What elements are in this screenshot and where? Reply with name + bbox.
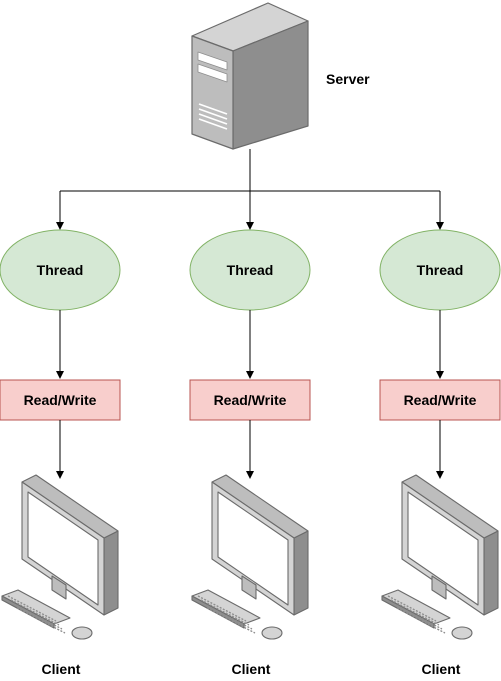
read-write-label: Read/Write: [404, 392, 477, 408]
client-label: Client: [42, 661, 81, 677]
server-tower-icon: [191, 2, 309, 150]
monitor-side: [483, 530, 499, 616]
monitor-stand: [431, 575, 447, 600]
read-write-node: [189, 379, 311, 421]
column-3: Thread Read/Write Client: [379, 229, 501, 677]
mouse: [451, 626, 473, 640]
thread-label: Thread: [37, 262, 84, 278]
server-label: Server: [326, 71, 370, 87]
mouse: [261, 626, 283, 640]
read-write-label: Read/Write: [214, 392, 287, 408]
read-write-node: [0, 379, 121, 421]
client-label: Client: [422, 661, 461, 677]
thread-label: Thread: [227, 262, 274, 278]
desktop-computer-icon: [1, 474, 119, 640]
thread-label: Thread: [417, 262, 464, 278]
server-connectors: [56, 149, 444, 230]
monitor-screen: [217, 491, 289, 606]
monitor-stand: [241, 575, 257, 600]
monitor-screen: [27, 491, 99, 606]
desktop-computer-icon: [191, 474, 309, 640]
read-write-label: Read/Write: [24, 392, 97, 408]
column-1: Thread Read/Write Client: [0, 229, 121, 677]
monitor-side: [103, 530, 119, 616]
desktop-computer-icon: [381, 474, 499, 640]
monitor-stand: [51, 575, 67, 600]
mouse: [71, 626, 93, 640]
monitor-screen: [407, 491, 479, 606]
client-label: Client: [232, 661, 271, 677]
monitor-side: [293, 530, 309, 616]
read-write-node: [379, 379, 501, 421]
column-2: Thread Read/Write Client: [189, 229, 311, 677]
